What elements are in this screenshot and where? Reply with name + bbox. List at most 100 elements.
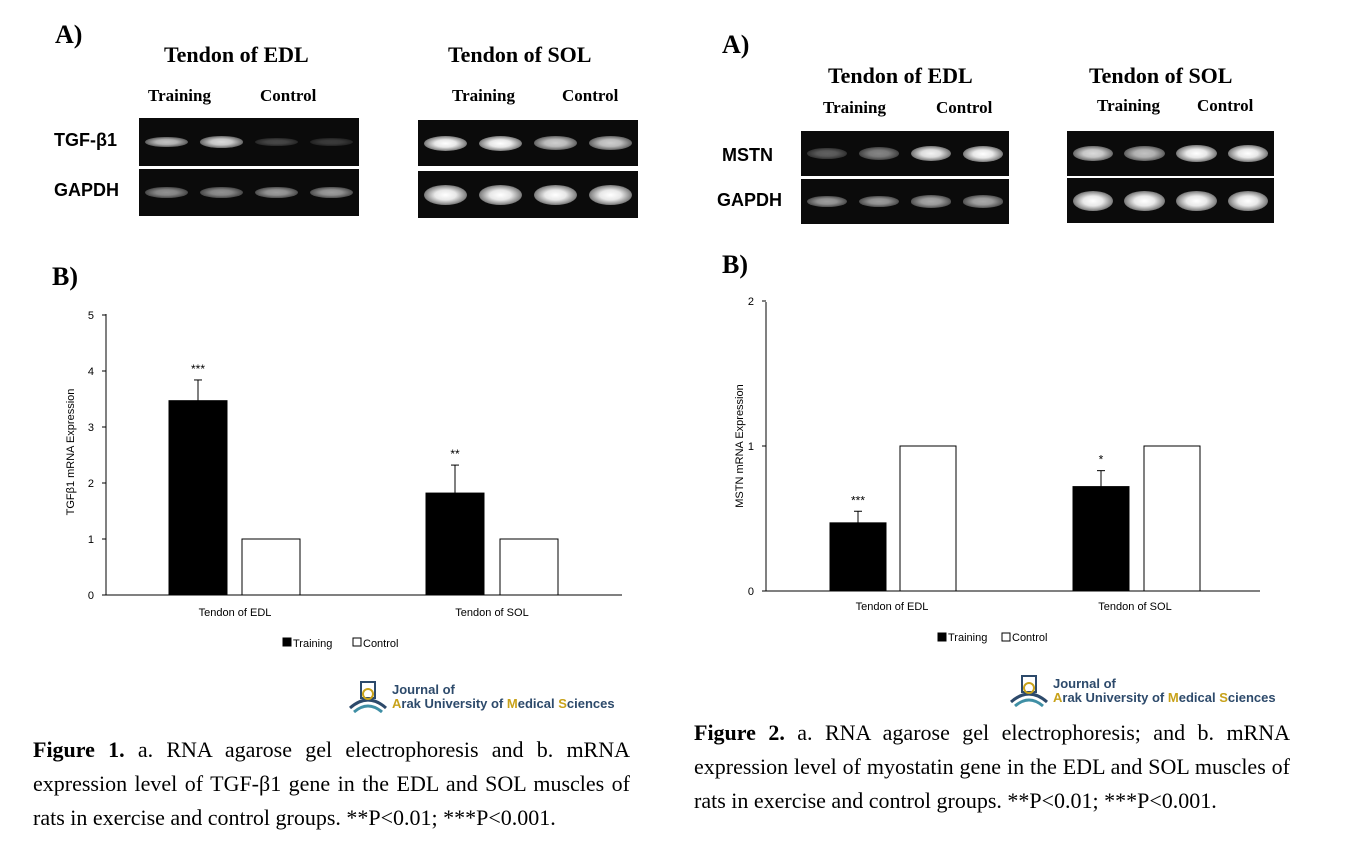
fig1-ytick-label: 3 — [88, 422, 94, 434]
gel-band — [255, 186, 298, 199]
fig1-caption-title: Figure 1. — [33, 737, 125, 762]
gel-band — [145, 186, 188, 199]
fig2-label-b: B) — [722, 250, 748, 279]
gel-band — [1124, 190, 1165, 211]
fig1-xcat-1: Tendon of EDL — [199, 607, 272, 619]
fig2-xcat-2: Tendon of SOL — [1098, 601, 1171, 613]
fig2-legend-training: Training — [948, 632, 987, 644]
fig1-legend-swatch-control — [352, 637, 362, 647]
gel-band — [479, 184, 522, 205]
fig1-bars: ***** — [168, 362, 559, 596]
fig1-ytick-label: 5 — [88, 310, 94, 322]
fig1-lane-control-edl: Control — [260, 86, 317, 105]
fig1-caption-text: a. RNA agarose gel electrophoresis and b… — [33, 737, 631, 830]
journal-line1: Journal of — [1053, 676, 1116, 691]
fig1-legend-training: Training — [293, 638, 332, 650]
gel-band — [910, 145, 952, 162]
gel-band — [589, 136, 632, 150]
fig1-journal-logo: Journal of Arak University of Medical Sc… — [344, 678, 615, 716]
fig1-caption: Figure 1. a. RNA agarose gel electrophor… — [33, 733, 630, 835]
fig2-legend-swatch-control — [1001, 632, 1011, 642]
fig1-ref-label: GAPDH — [54, 180, 120, 200]
gel-band — [479, 135, 522, 151]
fig2-gel-edl-gene — [801, 131, 1009, 176]
fig2-bars: **** — [829, 445, 1201, 592]
gel-band — [1227, 145, 1269, 162]
fig2-xcat-1: Tendon of EDL — [856, 601, 929, 613]
fig2-ylabel: MSTN mRNA Expression — [734, 384, 746, 507]
fig1-ytick-label: 1 — [88, 534, 94, 546]
journal-emblem-icon — [1010, 675, 1048, 708]
fig2-ytick-label: 0 — [748, 586, 754, 598]
fig1-bar-training — [425, 492, 485, 596]
fig1-xcat-2: Tendon of SOL — [455, 607, 528, 619]
fig2-bar-control — [899, 445, 957, 592]
gel-band — [424, 184, 467, 205]
fig2-gel-title-edl: Tendon of EDL — [828, 63, 973, 88]
journal-line2: Arak University of Medical Sciences — [392, 696, 615, 711]
fig2-bar-control — [1143, 445, 1201, 592]
fig2-ytick-label: 2 — [748, 296, 754, 308]
fig2-y-ticks: 0 1 2 — [748, 296, 766, 598]
fig1-label-b: B) — [52, 262, 78, 291]
fig2-gel-title-sol: Tendon of SOL — [1089, 63, 1233, 88]
fig1-legend-control: Control — [363, 638, 398, 650]
fig2-bar-chart: 0 1 2 **** MSTN mRNA Expression Tendon of … — [734, 296, 1260, 644]
gel-band — [858, 147, 900, 160]
fig1-gene-label: TGF-β1 — [54, 130, 117, 150]
fig2-label-a: A) — [722, 30, 750, 59]
gel-band — [1072, 190, 1114, 211]
fig2-lane-control-edl: Control — [936, 98, 993, 117]
fig2-gel-sol-ref — [1067, 178, 1274, 223]
fig2-caption: Figure 2. a. RNA agarose gel electrophor… — [694, 716, 1290, 818]
gel-band — [806, 195, 848, 208]
fig1-ylabel: TGFβ1 mRNA Expression — [65, 389, 77, 516]
fig2-journal-logo: Journal of Arak University of Medical Sc… — [1005, 672, 1276, 710]
journal-line1: Journal of — [392, 682, 455, 697]
journal-name: Journal of Arak University of Medical Sc… — [1053, 677, 1276, 705]
fig2-ytick-label: 1 — [748, 441, 754, 453]
fig2-significance-label: *** — [851, 493, 865, 507]
gel-band — [1176, 190, 1217, 211]
gel-band — [200, 186, 243, 199]
gel-band — [255, 137, 298, 147]
fig1-gel-edl-ref — [139, 169, 359, 216]
fig1-gel-title-sol: Tendon of SOL — [448, 42, 592, 67]
gel-band — [806, 147, 848, 160]
gel-band — [910, 195, 952, 208]
gel-band — [534, 136, 577, 150]
journal-line2: Arak University of Medical Sciences — [1053, 690, 1276, 705]
fig1-gel-sol-gene — [418, 120, 638, 166]
gel-band — [1124, 145, 1165, 162]
gel-band — [424, 135, 467, 151]
fig1-significance-label: ** — [450, 447, 460, 461]
journal-emblem-icon — [349, 681, 387, 714]
gel-band — [145, 136, 188, 148]
fig1-bar-training — [168, 400, 228, 596]
fig2-bar-training — [1072, 486, 1130, 592]
fig1-bar-control — [499, 538, 559, 596]
gel-band — [1176, 145, 1217, 162]
gel-band — [858, 195, 900, 208]
fig2-gel-sol-gene — [1067, 131, 1274, 176]
fig2-bar-training — [829, 522, 887, 592]
fig1-gel-title-edl: Tendon of EDL — [164, 42, 309, 67]
fig1-significance-label: *** — [191, 362, 205, 376]
gel-band — [310, 137, 353, 147]
fig1-ytick-label: 0 — [88, 590, 94, 602]
gel-band — [1072, 145, 1114, 162]
fig1-lane-training-sol: Training — [452, 86, 515, 105]
gel-band — [534, 184, 577, 205]
gel-band — [962, 145, 1004, 162]
fig1-gel-edl-gene — [139, 118, 359, 166]
fig1-y-ticks: 0 1 2 3 4 5 — [88, 310, 106, 602]
fig1-ytick-label: 4 — [88, 366, 94, 378]
fig2-lane-training-sol: Training — [1097, 96, 1160, 115]
fig1-label-a: A) — [55, 20, 83, 49]
fig2-legend-control: Control — [1012, 632, 1047, 644]
fig2-caption-title: Figure 2. — [694, 720, 785, 745]
fig1-gel-sol-ref — [418, 171, 638, 218]
fig1-ytick-label: 2 — [88, 478, 94, 490]
fig1-lane-training-edl: Training — [148, 86, 211, 105]
gel-band — [310, 186, 353, 199]
